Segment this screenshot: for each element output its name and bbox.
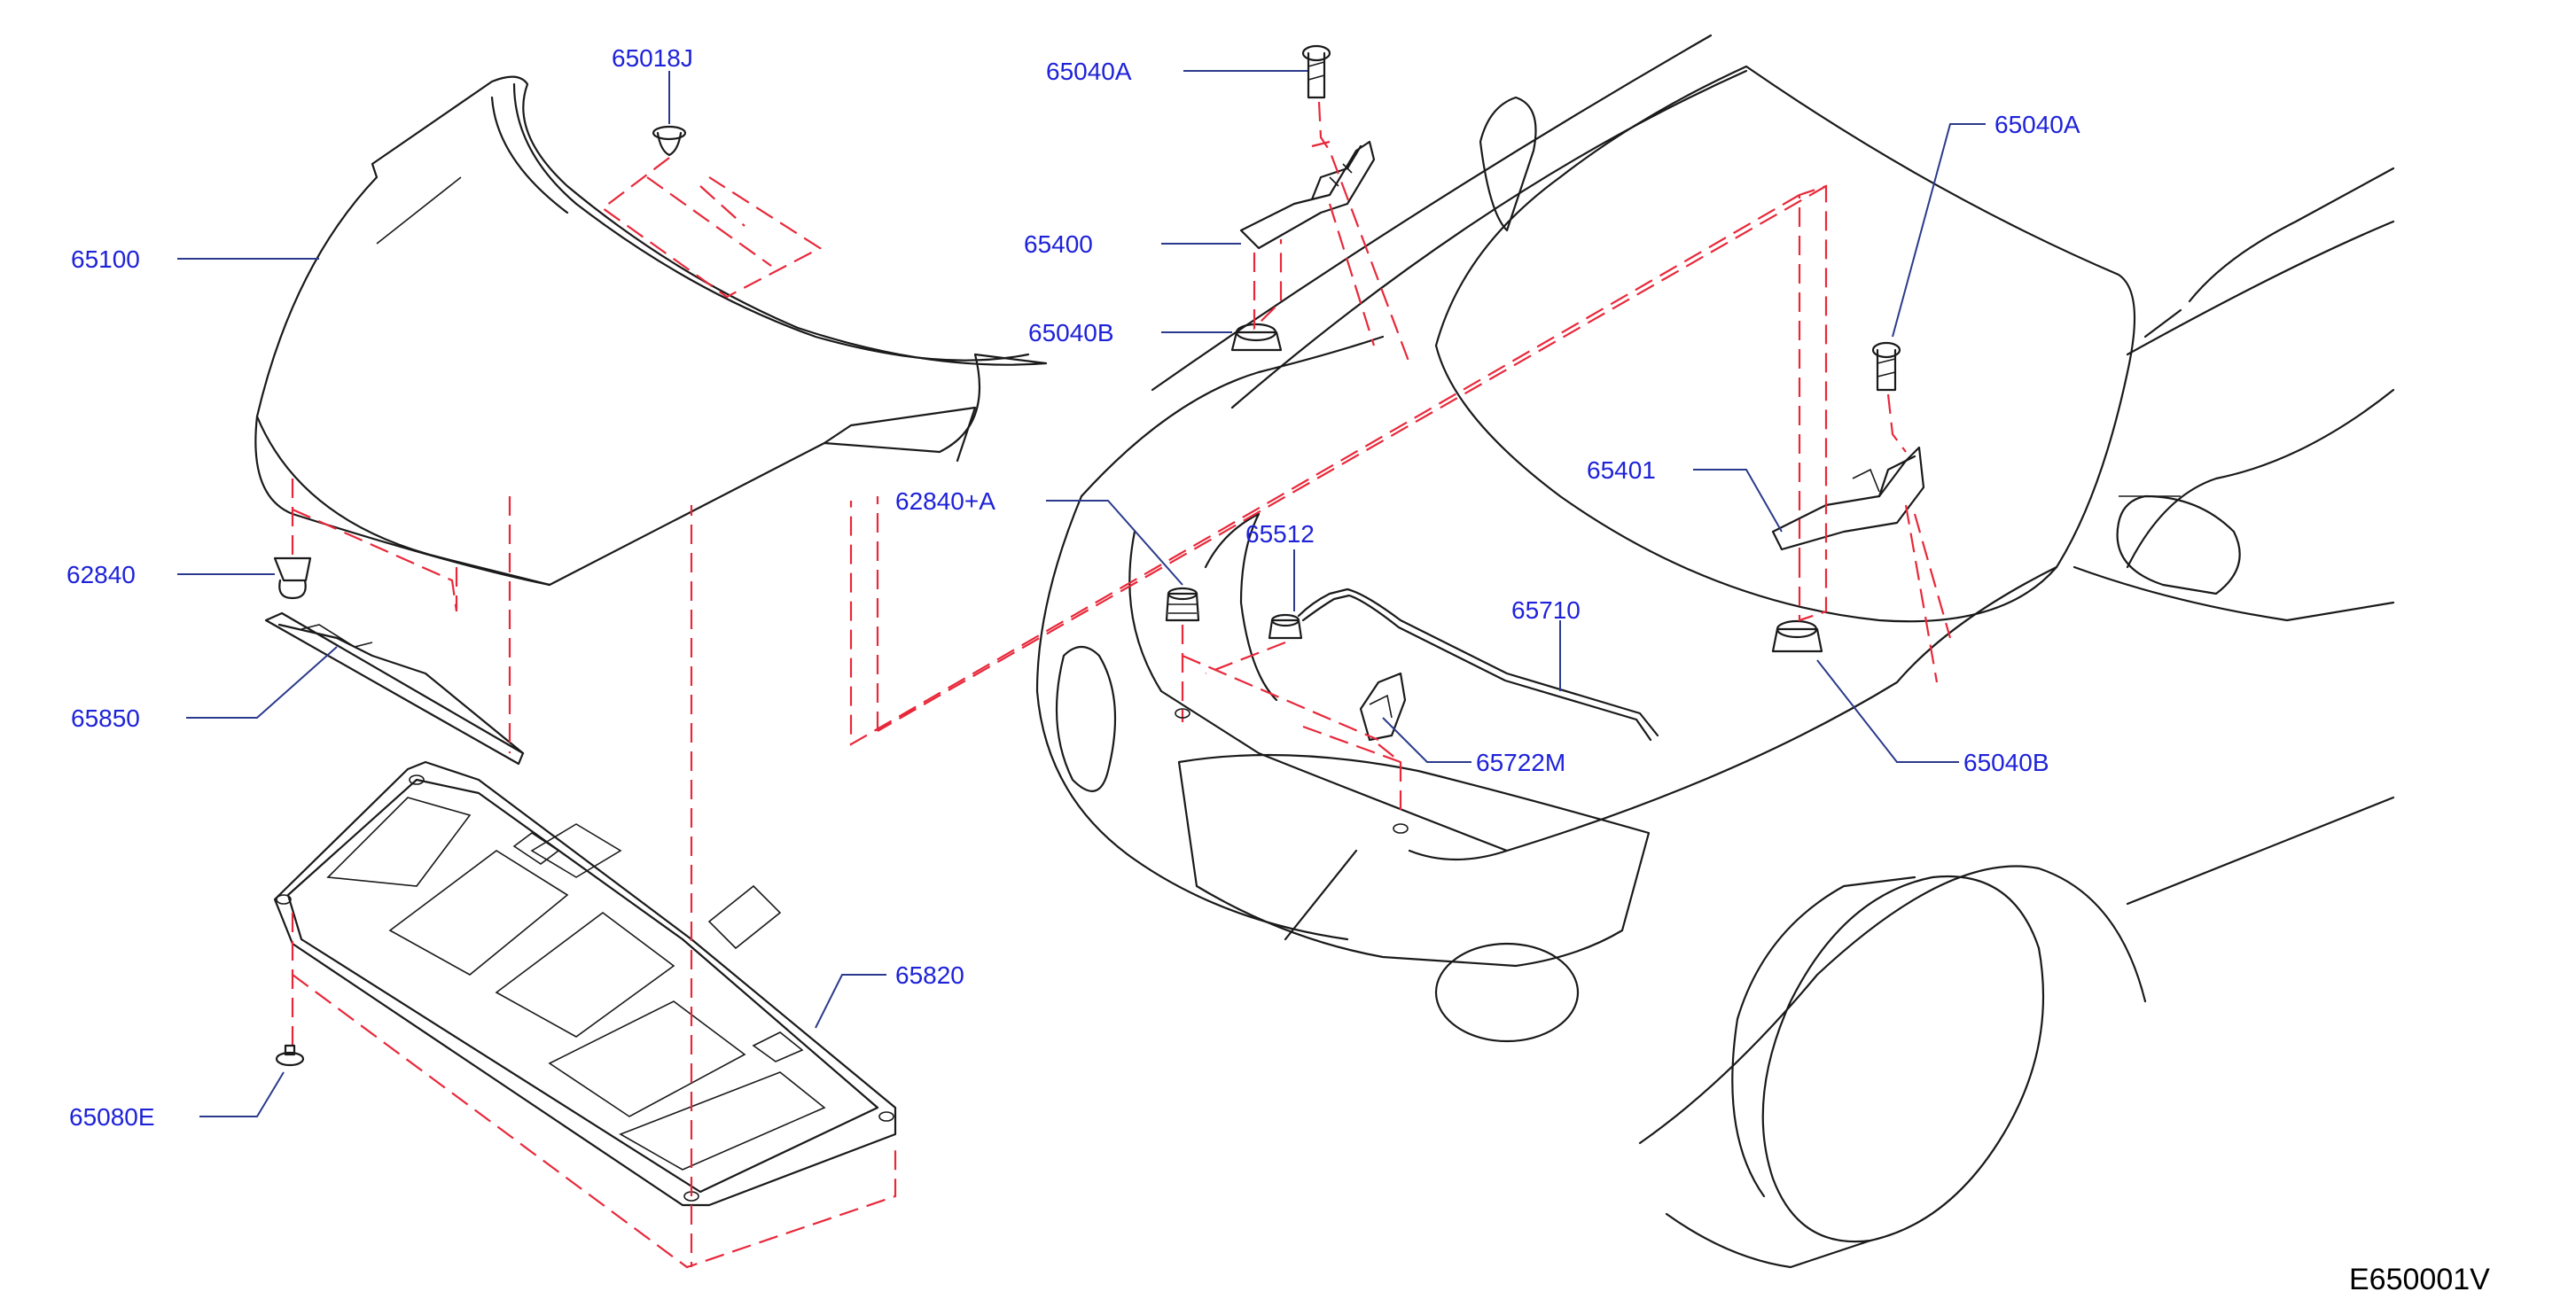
label-65040B-left: 65040B <box>1028 319 1114 346</box>
bumper-rubber-62840A <box>1165 587 1200 622</box>
leader-lines <box>177 70 1986 1117</box>
phantom-hinge-right <box>1798 184 1952 683</box>
label-65820: 65820 <box>895 961 964 989</box>
hinge-nut-65040B-left <box>1230 323 1283 352</box>
hood-seal-65850 <box>264 611 525 766</box>
label-65401: 65401 <box>1587 456 1656 484</box>
phantom-hood-insulator <box>291 505 897 1269</box>
hinge-bolt-65040A-top <box>1301 44 1331 99</box>
hinge-nut-65040B-right <box>1771 619 1823 653</box>
hinge-left-65400 <box>1239 140 1376 250</box>
label-65040A-top: 65040A <box>1046 58 1132 85</box>
label-65722M: 65722M <box>1476 749 1565 776</box>
label-65512: 65512 <box>1245 520 1315 548</box>
hood-latch-hole-left <box>1175 708 1190 719</box>
hood-lock-grommet-65512 <box>1268 613 1303 640</box>
phantom-hinge-left <box>1253 101 1411 364</box>
phantom-hood-lock <box>1181 625 1402 815</box>
hood-stay-clip-65722M <box>1359 672 1407 742</box>
phantom-hinge-to-hood <box>849 185 1827 746</box>
label-65850: 65850 <box>71 704 140 732</box>
hinge-right-65401 <box>1771 446 1925 551</box>
hinge-bolt-65040A-right <box>1871 341 1901 392</box>
label-62840: 62840 <box>66 561 136 588</box>
label-65080E: 65080E <box>69 1103 155 1131</box>
hood-latch-hole-right <box>1393 823 1409 834</box>
car-body <box>1035 34 2395 1269</box>
hood-grommet-65018J <box>652 125 687 157</box>
hood-bumper-62840 <box>273 556 312 600</box>
label-65710: 65710 <box>1511 596 1581 624</box>
label-65040B-right: 65040B <box>1963 749 2049 776</box>
diagram-code: E650001V <box>2349 1263 2490 1296</box>
phantom-hood-bumper <box>291 479 458 612</box>
label-65018J: 65018J <box>612 44 693 72</box>
hood-insulator-65820 <box>273 760 897 1207</box>
insulator-clip-65080E <box>275 1044 305 1067</box>
hood-panel <box>254 75 1048 587</box>
phantom-hood-grommet <box>601 157 823 299</box>
hood-lock-cable-65710 <box>1297 587 1659 742</box>
label-65100: 65100 <box>71 245 140 273</box>
label-65040A-right: 65040A <box>1994 111 2080 138</box>
label-62840A: 62840+A <box>895 487 995 515</box>
label-65400: 65400 <box>1024 230 1093 258</box>
